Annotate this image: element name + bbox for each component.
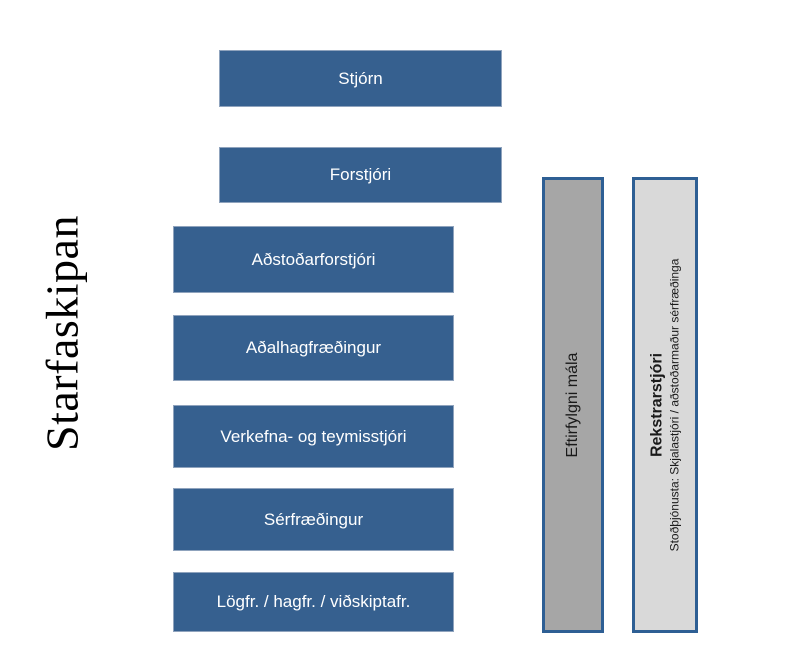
column-label: Eftirfylgni mála bbox=[564, 352, 581, 458]
org-box-label: Aðalhagfræðingur bbox=[245, 338, 382, 357]
column-subtitle: Stoðþjónusta: Skjalastjóri / aðstoðarmað… bbox=[667, 258, 682, 552]
org-box-serfraedingur: Sérfræðingur bbox=[173, 488, 454, 551]
column-rekstrarstjori: Rekstrarstjóri Stoðþjónusta: Skjalastjór… bbox=[632, 177, 698, 633]
page-title: Starfaskipan bbox=[36, 215, 88, 451]
org-box-verkefna-og-teymisstjori: Verkefna- og teymisstjóri bbox=[173, 405, 454, 468]
org-box-forstjori: Forstjóri bbox=[219, 147, 502, 203]
column-eftirfylgni-mala: Eftirfylgni mála bbox=[542, 177, 604, 633]
org-box-label: Lögfr. / hagfr. / viðskiptafr. bbox=[216, 592, 411, 611]
org-box-logfr-hagfr-vidskiptafr: Lögfr. / hagfr. / viðskiptafr. bbox=[173, 572, 454, 632]
org-box-label: Verkefna- og teymisstjóri bbox=[220, 426, 407, 446]
org-box-adalhagfraedingur: Aðalhagfræðingur bbox=[173, 315, 454, 381]
column-text-block: Rekstrarstjóri Stoðþjónusta: Skjalastjór… bbox=[648, 259, 683, 552]
org-box-label: Stjórn bbox=[338, 68, 383, 88]
org-box-adstodarforstjori: Aðstoðarforstjóri bbox=[173, 226, 454, 293]
org-box-label: Sérfræðingur bbox=[263, 509, 364, 529]
org-box-stjorn: Stjórn bbox=[219, 50, 502, 107]
org-box-label: Aðstoðarforstjóri bbox=[251, 249, 376, 269]
column-title: Rekstrarstjóri bbox=[648, 352, 666, 458]
org-box-label: Forstjóri bbox=[329, 165, 392, 184]
